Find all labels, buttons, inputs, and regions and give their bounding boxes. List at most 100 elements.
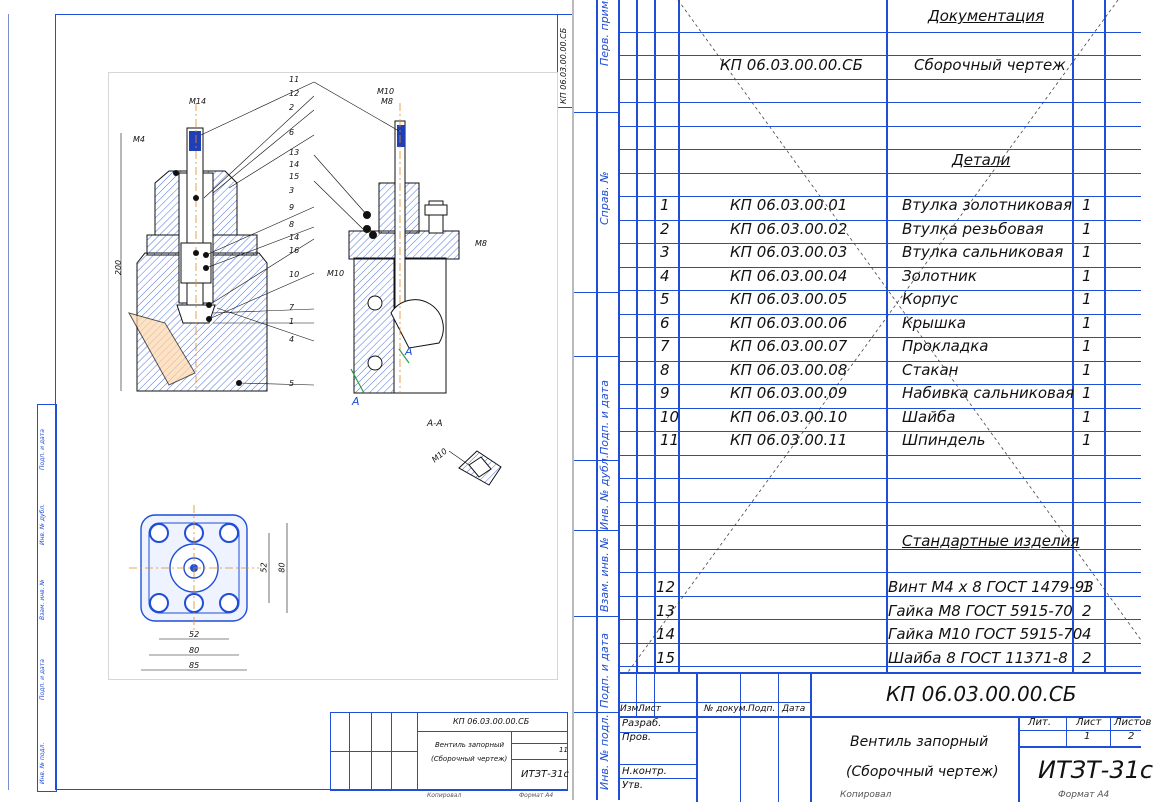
callout-7: 7 [289, 303, 295, 312]
tb-head-dokum: № докум. [704, 704, 749, 714]
left-side-label-2: Инв. № дубл. [39, 503, 46, 545]
detail-pos: 8 [660, 360, 670, 379]
side-div-2 [574, 292, 618, 293]
spec-row-line [618, 313, 1141, 315]
detail-designation: КП 06.03.00.11 [730, 431, 848, 449]
side-label-podp-data1: Подп. и дата [598, 380, 611, 455]
detail-qty: 1 [1082, 290, 1092, 308]
callout-12: 12 [289, 89, 300, 98]
spec-side-stub [574, 0, 597, 800]
right-title-block: КП 06.03.00.00.СБ Изм. Лист № докум. Под… [618, 672, 1153, 802]
detail-designation: КП 06.03.00.07 [730, 337, 848, 355]
frame-bottom [55, 789, 567, 790]
tb-list-label: Лист [1076, 717, 1102, 728]
left-side-label-3: Взам. инв. № [39, 579, 46, 620]
right-spec-sheet: Перв. прим. Справ. № Подп. и дата Инв. №… [572, 0, 1153, 802]
detail-pos: 5 [660, 290, 670, 308]
callout-9: 9 [289, 203, 295, 212]
detail-pos: 11 [660, 431, 680, 449]
detail-qty: 1 [1082, 337, 1092, 355]
dim-52-v: 52 [259, 562, 269, 573]
spec-row-line [618, 125, 1141, 127]
spec-row-line [618, 407, 1141, 409]
standard-qty: 2 [1082, 601, 1092, 620]
tb-listov-value: 2 [1128, 731, 1135, 742]
spec-row-line [618, 501, 1141, 503]
col-qty [1104, 0, 1106, 672]
detail-pos: 2 [660, 219, 670, 238]
left-tb-format: Формат А4 [519, 792, 554, 799]
detail-pos: 7 [660, 337, 670, 355]
dim-52-h: 52 [189, 630, 200, 639]
spec-row-line [618, 548, 1141, 550]
spec-row-line [618, 243, 1141, 244]
col-zone [654, 0, 656, 672]
spec-row-line [618, 360, 1141, 362]
left-side-column [37, 404, 57, 792]
side-label-podp-data2: Подп. и дата [598, 633, 611, 708]
detail-pos: 6 [660, 313, 670, 332]
standard-qty: 4 [1082, 625, 1092, 643]
tb-copied: Копировал [840, 790, 892, 800]
callout-4: 4 [289, 335, 295, 344]
section-details: Детали [952, 151, 1011, 169]
callout-10: 10 [289, 270, 300, 279]
tb-role-utv: Утв. [622, 780, 643, 791]
tb-list-value: 1 [1084, 731, 1091, 742]
spec-row-line [618, 102, 1141, 103]
tb-head-list: Лист [638, 704, 661, 714]
section-aa-detail [448, 450, 502, 486]
spec-row-line [618, 572, 1141, 573]
left-drawing-sheet: Подп. и дата Инв. № дубл. Взам. инв. № П… [0, 0, 573, 800]
callout-6: 6 [289, 128, 295, 137]
side-label-sprav: Справ. № [598, 171, 611, 225]
tb-listov-label: Листов [1114, 717, 1152, 728]
dim-85-h: 85 [189, 661, 200, 670]
section-label-aa: А-А [427, 419, 443, 429]
callout-14a: 14 [289, 160, 300, 169]
side-label-inv-dubl: Инв. № дубл. [598, 454, 611, 530]
tb-head-izm: Изм. [620, 704, 642, 714]
spec-row-line [618, 478, 1141, 479]
col-designation [886, 0, 888, 672]
tb-lit-label: Лит. [1028, 717, 1052, 728]
tb-role-razrab: Разраб. [622, 718, 662, 729]
col-name [1072, 0, 1074, 672]
detail-pos: 10 [660, 407, 680, 426]
spec-row-line [618, 266, 1141, 268]
detail-designation: КП 06.03.00.01 [730, 196, 848, 214]
spec-row-line [618, 196, 1141, 197]
detail-qty: 1 [1082, 360, 1092, 379]
dim-m4: М4 [133, 135, 145, 144]
detail-designation: КП 06.03.00.03 [730, 243, 848, 261]
tb-role-nkontr: Н.контр. [622, 766, 667, 777]
standard-pos: 13 [656, 601, 676, 620]
dim-80-v: 80 [277, 562, 287, 573]
plan-view [129, 505, 288, 671]
detail-name: Втулка сальниковая [902, 243, 1064, 261]
spec-line-side [596, 0, 598, 800]
detail-name: Корпус [902, 290, 959, 308]
standard-pos: 12 [656, 578, 676, 596]
detail-designation: КП 06.03.00.02 [730, 219, 848, 238]
detail-qty: 1 [1082, 313, 1092, 332]
detail-name: Втулка резьбовая [902, 219, 1044, 238]
detail-name: Шпиндель [902, 431, 986, 449]
side-div-5 [574, 530, 618, 531]
callout-2: 2 [289, 103, 295, 112]
dim-m8-side: М8 [475, 239, 487, 248]
right-tb-code: КП 06.03.00.00.СБ [886, 682, 1077, 706]
spec-row-line [618, 666, 1141, 667]
drawing-area: 11 12 2 6 13 14 15 3 9 8 14 16 10 7 1 4 … [108, 72, 558, 680]
tb-head-podp: Подп. [748, 704, 776, 714]
detail-pos: 4 [660, 266, 670, 285]
frame-outer-left [8, 14, 9, 790]
tb-name-line1: Вентиль запорный [850, 734, 989, 750]
frame-top [55, 14, 567, 15]
tb-format: Формат А4 [1058, 790, 1110, 800]
doc-designation: КП 06.03.00.00.СБ [720, 56, 863, 74]
detail-designation: КП 06.03.00.10 [730, 407, 848, 426]
dim-200: 200 [114, 259, 124, 276]
spec-row-line [618, 642, 1141, 644]
spec-row-line [618, 78, 1141, 80]
